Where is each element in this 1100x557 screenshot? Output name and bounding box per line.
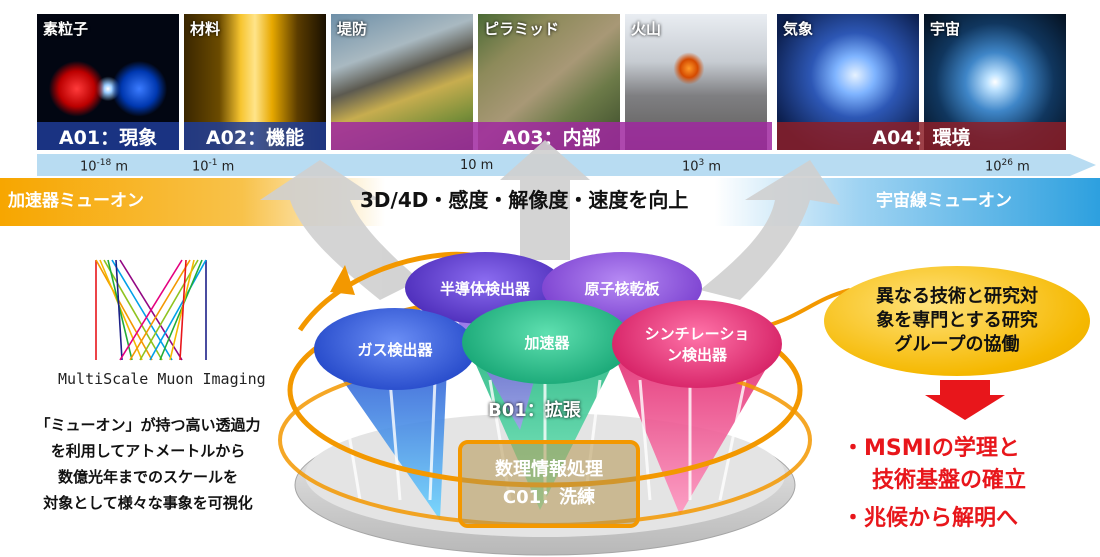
- description-line: 対象として様々な事象を可視化: [43, 494, 253, 512]
- area-a03-label: A03：内部: [502, 126, 601, 149]
- c01-label: C01：洗練: [502, 487, 596, 508]
- lobe-gas-label: ガス検出器: [357, 340, 433, 359]
- panel-label: 気象: [783, 20, 814, 38]
- tick-3: 10 m: [460, 158, 494, 173]
- area-a03: A03：内部: [331, 122, 772, 150]
- collaboration-bubble: 異なる技術と研究対 象を専門とする研究 グループの協働: [824, 266, 1090, 376]
- area-a04-label: A04：環境: [872, 126, 971, 149]
- lobe-emulsion-label: 原子核乾板: [584, 279, 660, 298]
- goal-2: ・兆候から解明へ: [842, 506, 1019, 531]
- b01-label: B01：拡張: [488, 400, 581, 421]
- description-line: 数億光年までのスケールを: [57, 468, 238, 486]
- area-a01: A01：現象: [37, 122, 179, 150]
- description-line: を利用してアトメートルから: [50, 442, 246, 460]
- area-a04: A04：環境: [777, 122, 1066, 150]
- goal-1-line-1: ・MSMIの学理と: [842, 436, 1020, 461]
- tick-1: 10-18 m: [80, 158, 129, 175]
- tick-4: 103 m: [682, 158, 722, 175]
- cosmic-muon-label: 宇宙線ミューオン: [876, 191, 1012, 211]
- goal-1-line-2: 技術基盤の確立: [872, 468, 1027, 493]
- panel-label: ピラミッド: [484, 20, 560, 38]
- lobe-scintillation: シンチレーショ ン検出器: [612, 300, 782, 388]
- lobe-semiconductor-label: 半導体検出器: [439, 279, 530, 298]
- c01-box: 数理情報処理 C01：洗練: [458, 440, 640, 528]
- tick-5: 1026 m: [985, 158, 1030, 175]
- panel-label: 堤防: [337, 20, 368, 38]
- c01-title: 数理情報処理: [495, 459, 603, 480]
- area-a01-label: A01：現象: [58, 126, 158, 149]
- bubble-line: 象を専門とする研究: [876, 310, 1038, 331]
- lobe-scintillation-label-2: ン検出器: [666, 346, 727, 364]
- panel-label: 材料: [190, 20, 221, 38]
- area-a02: A02：機能: [184, 122, 326, 150]
- lobe-scintillation-label-1: シンチレーショ: [644, 325, 750, 343]
- lobe-gas: ガス検出器: [314, 308, 476, 390]
- bubble-line: グループの協働: [894, 334, 1020, 355]
- panel-label: 火山: [631, 20, 662, 38]
- improvement-text: 3D/4D・感度・解像度・速度を向上: [360, 188, 689, 212]
- panel-label: 宇宙: [930, 20, 961, 38]
- area-a02-label: A02：機能: [205, 126, 305, 149]
- accelerator-muon-label: 加速器ミューオン: [8, 191, 144, 211]
- lobe-accelerator: 加速器: [462, 300, 632, 384]
- bubble-line: 異なる技術と研究対: [876, 286, 1038, 307]
- panel-label: 素粒子: [43, 20, 89, 38]
- description: 「ミューオン」が持つ高い透過力 を利用してアトメートルから 数億光年までのスケー…: [8, 412, 288, 516]
- msmi-logo-icon: [95, 259, 207, 361]
- description-line: 「ミューオン」が持つ高い透過力: [35, 416, 261, 434]
- logo-text: MultiScale Muon Imaging: [58, 370, 266, 388]
- lobe-accelerator-label: 加速器: [524, 333, 570, 352]
- tick-2: 10-1 m: [192, 158, 235, 175]
